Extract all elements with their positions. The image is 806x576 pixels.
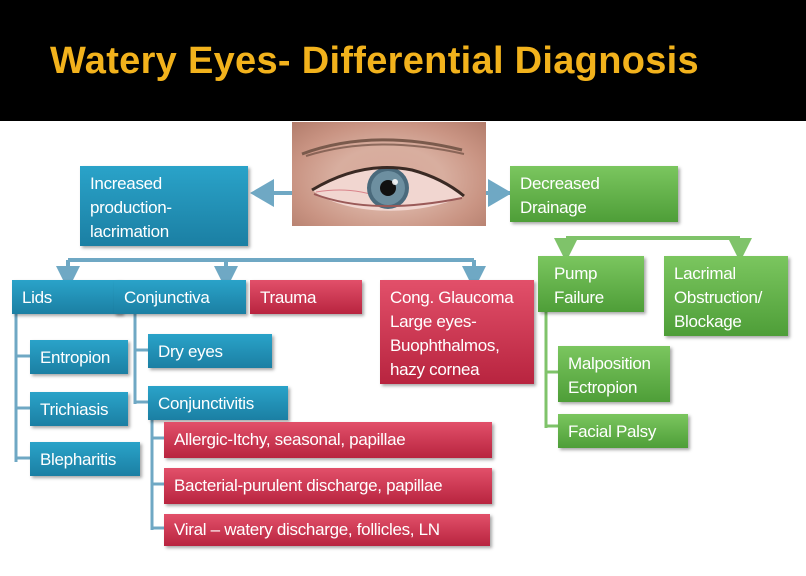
- facial-palsy-box: Facial Palsy: [558, 414, 688, 448]
- lids-label: Lids: [22, 288, 52, 307]
- entropion-box: Entropion: [30, 340, 128, 374]
- pump-bracket: [544, 310, 560, 428]
- conjunctiva-bracket: [133, 312, 150, 404]
- increased-production-box: Increased production- lacrimation: [80, 166, 248, 246]
- conjunctivitis-label: Conjunctivitis: [158, 394, 254, 413]
- increased-branch: [56, 258, 486, 290]
- malposition-label: Malposition Ectropion: [568, 354, 651, 397]
- dry-eyes-label: Dry eyes: [158, 342, 223, 361]
- conjunctivitis-box: Conjunctivitis: [148, 386, 288, 420]
- lids-bracket: [14, 312, 32, 462]
- conjunctiva-label: Conjunctiva: [124, 288, 210, 307]
- decreased-branch: [554, 236, 752, 262]
- glaucoma-box: Cong. Glaucoma Large eyes- Buophthalmos,…: [380, 280, 534, 384]
- allergic-box: Allergic-Itchy, seasonal, papillae: [164, 422, 492, 458]
- blepharitis-label: Blepharitis: [40, 450, 117, 469]
- lacrimal-obstruction-box: Lacrimal Obstruction/ Blockage: [664, 256, 788, 336]
- entropion-label: Entropion: [40, 348, 111, 367]
- trichiasis-box: Trichiasis: [30, 392, 128, 426]
- pump-failure-label: Pump Failure: [554, 264, 604, 307]
- eye-photo: [292, 122, 486, 226]
- glaucoma-label: Cong. Glaucoma Large eyes- Buophthalmos,…: [390, 288, 514, 379]
- bacterial-label: Bacterial-purulent discharge, papillae: [174, 476, 443, 495]
- malposition-box: Malposition Ectropion: [558, 346, 670, 402]
- conjunctiva-box: Conjunctiva: [114, 280, 246, 314]
- trichiasis-label: Trichiasis: [40, 400, 109, 419]
- lacrimal-obstruction-label: Lacrimal Obstruction/ Blockage: [674, 264, 763, 331]
- facial-palsy-label: Facial Palsy: [568, 422, 657, 441]
- decreased-drainage-box: Decreased Drainage: [510, 166, 678, 222]
- trauma-box: Trauma: [250, 280, 362, 314]
- dry-eyes-box: Dry eyes: [148, 334, 272, 368]
- decreased-drainage-label: Decreased Drainage: [520, 174, 600, 217]
- viral-box: Viral – watery discharge, follicles, LN: [164, 514, 490, 546]
- title-bar: [0, 0, 806, 121]
- trauma-label: Trauma: [260, 288, 317, 307]
- blepharitis-box: Blepharitis: [30, 442, 140, 476]
- viral-label: Viral – watery discharge, follicles, LN: [174, 520, 440, 539]
- allergic-label: Allergic-Itchy, seasonal, papillae: [174, 430, 406, 449]
- conjunctivitis-bracket: [150, 414, 166, 530]
- bacterial-box: Bacterial-purulent discharge, papillae: [164, 468, 492, 504]
- slide-title: Watery Eyes- Differential Diagnosis: [50, 40, 699, 82]
- lids-box: Lids: [12, 280, 122, 314]
- increased-production-label: Increased production- lacrimation: [90, 174, 172, 241]
- pump-failure-box: Pump Failure: [538, 256, 644, 312]
